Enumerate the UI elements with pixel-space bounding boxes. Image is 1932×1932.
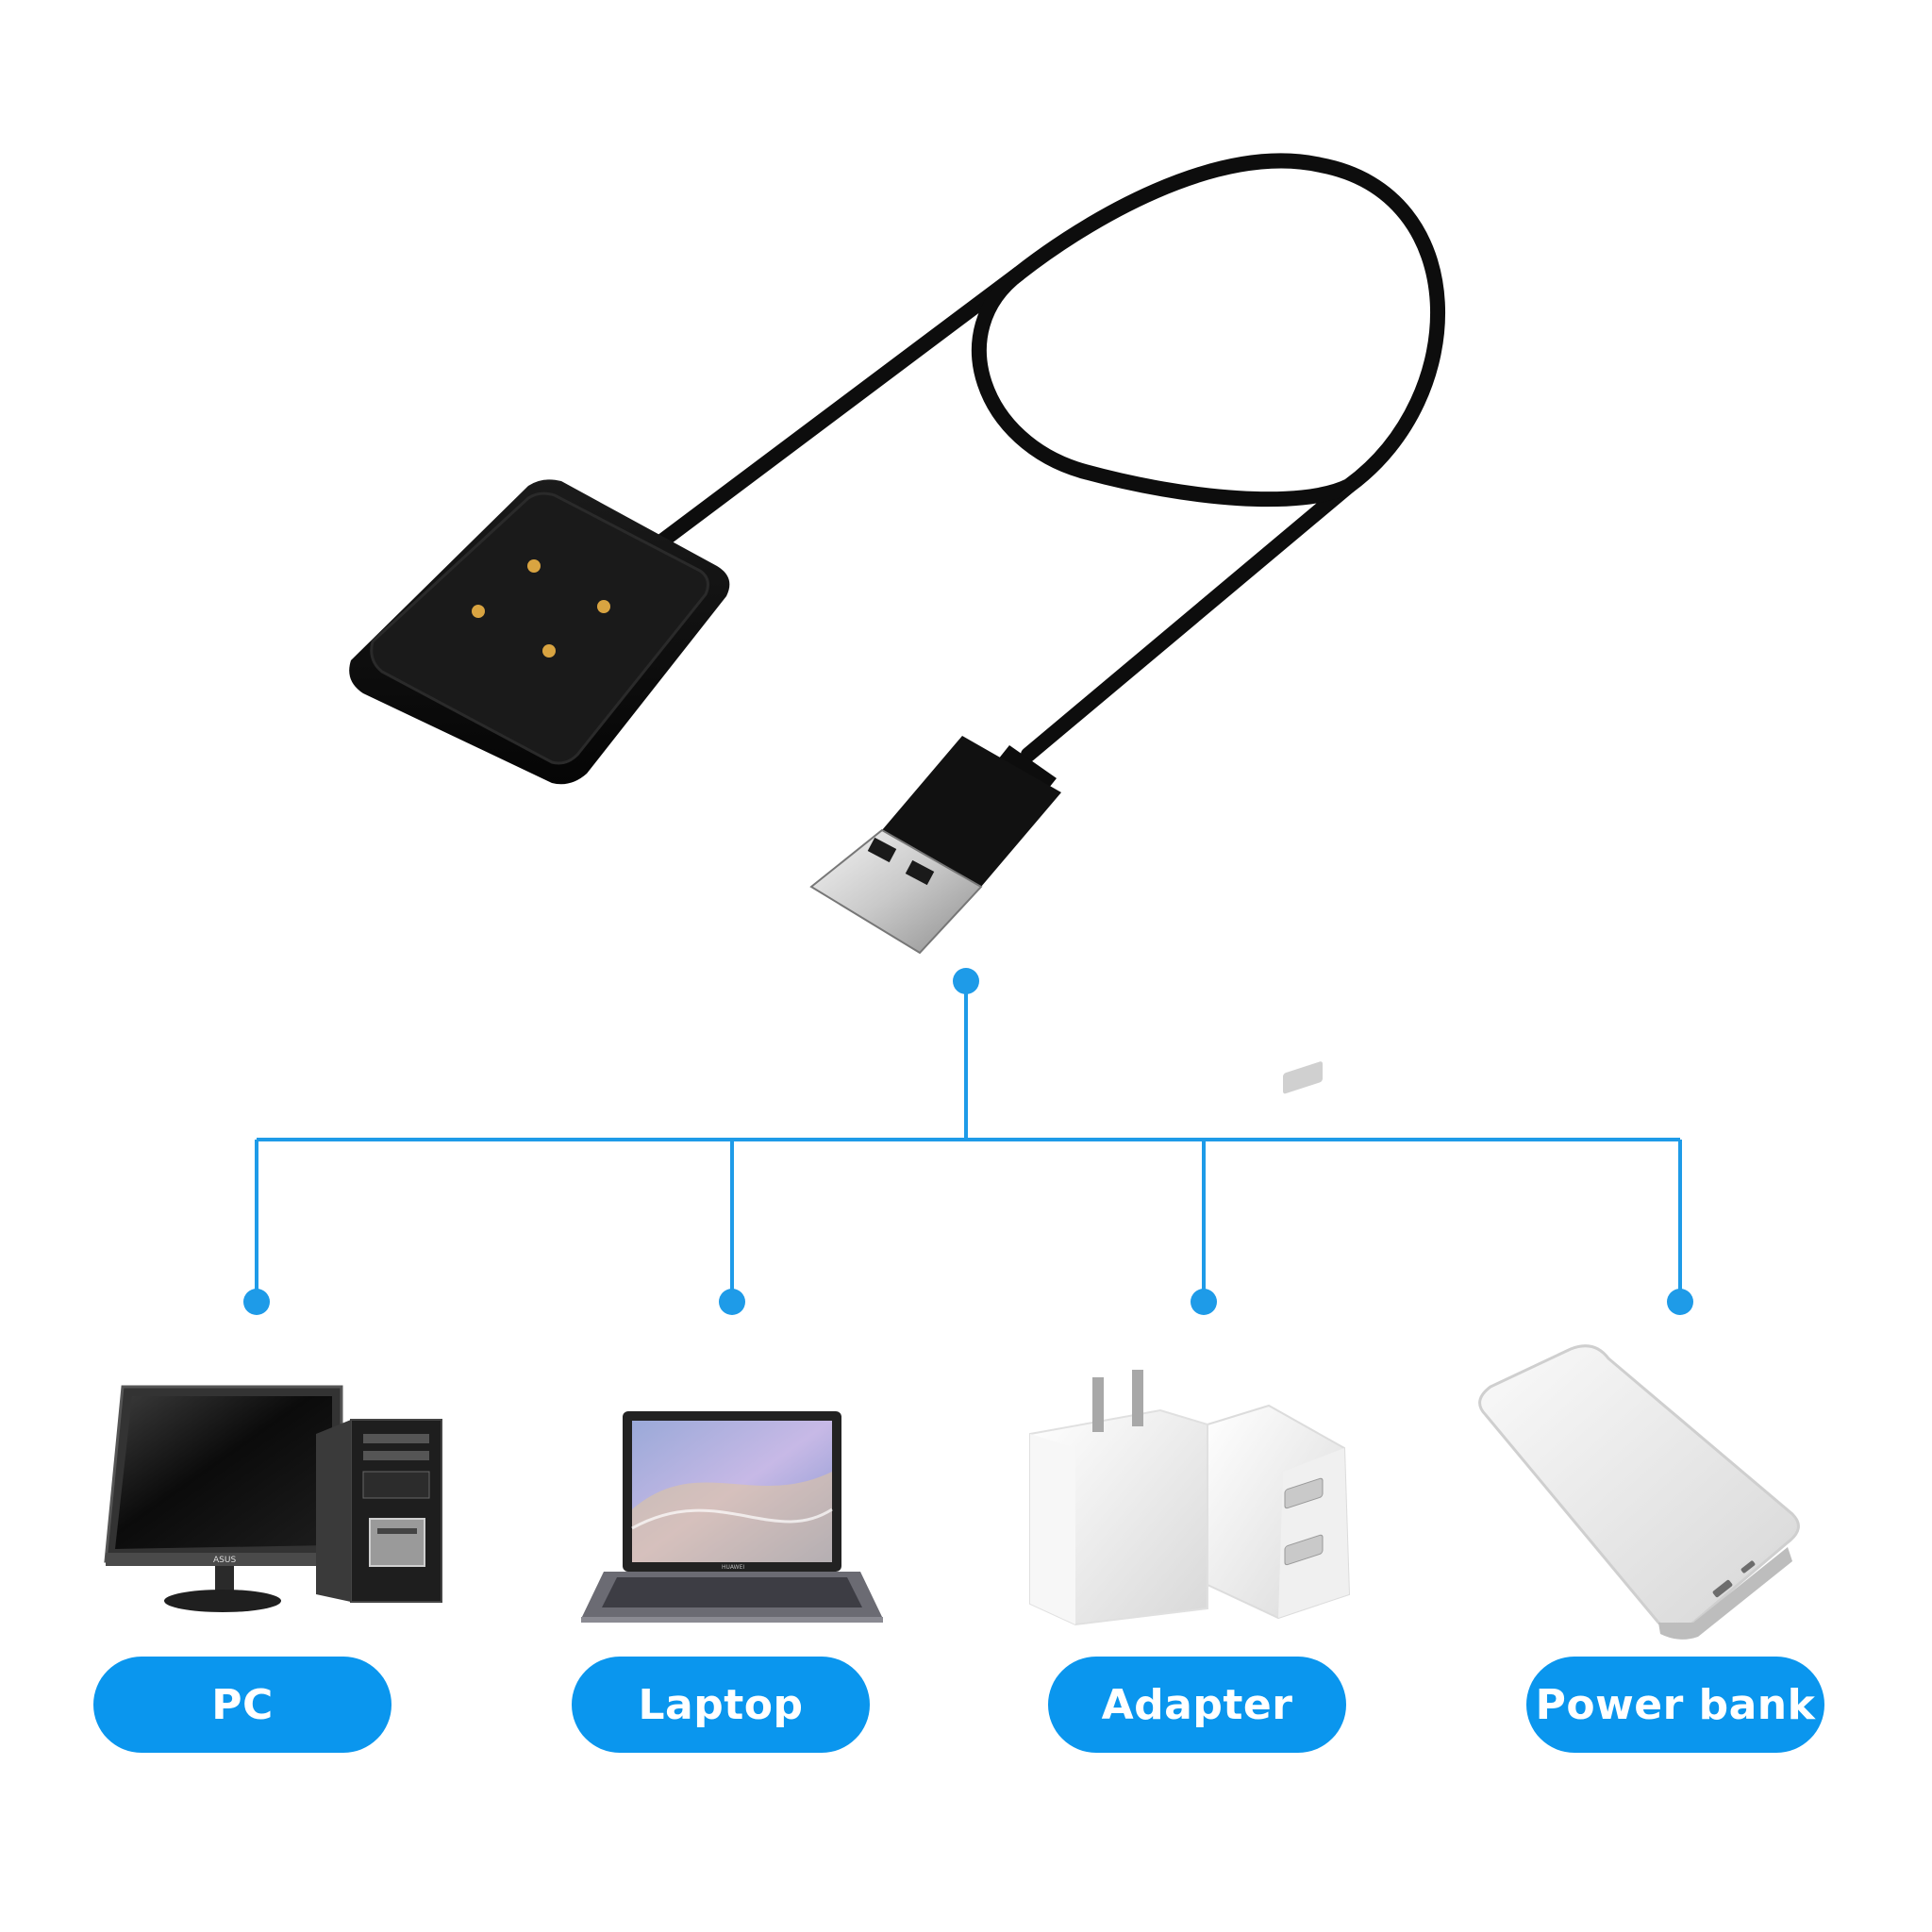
- label-pc: PC: [93, 1657, 391, 1753]
- connector-node-top: [953, 968, 979, 994]
- charging-dock: [349, 479, 730, 785]
- monitor-brand: ASUS: [213, 1556, 236, 1565]
- cable: [653, 153, 1445, 762]
- label-laptop-text: Laptop: [638, 1680, 804, 1729]
- connector-node-pc: [243, 1289, 270, 1315]
- usb-a-plug: [809, 736, 1061, 955]
- label-power-bank: Power bank: [1526, 1657, 1824, 1753]
- connector-node-powerbank: [1667, 1289, 1693, 1315]
- laptop-icon: HUAWEI: [581, 1411, 883, 1623]
- label-adapter-text: Adapter: [1101, 1680, 1293, 1729]
- label-power-bank-text: Power bank: [1535, 1680, 1816, 1729]
- label-pc-text: PC: [211, 1680, 274, 1729]
- power-bank-icon: [1478, 1344, 1800, 1640]
- usb-charging-cable-icon: [349, 153, 1445, 955]
- connector-node-laptop: [719, 1289, 745, 1315]
- laptop-brand: HUAWEI: [722, 1564, 744, 1571]
- label-laptop: Laptop: [572, 1657, 870, 1753]
- pogo-pins: [472, 559, 610, 658]
- label-adapter: Adapter: [1048, 1657, 1346, 1753]
- connector-tree: [255, 981, 1682, 1300]
- usb-wall-adapter-icon: [1029, 1061, 1351, 1626]
- connector-node-adapter: [1191, 1289, 1217, 1315]
- desktop-pc-icon: ASUS: [104, 1385, 442, 1612]
